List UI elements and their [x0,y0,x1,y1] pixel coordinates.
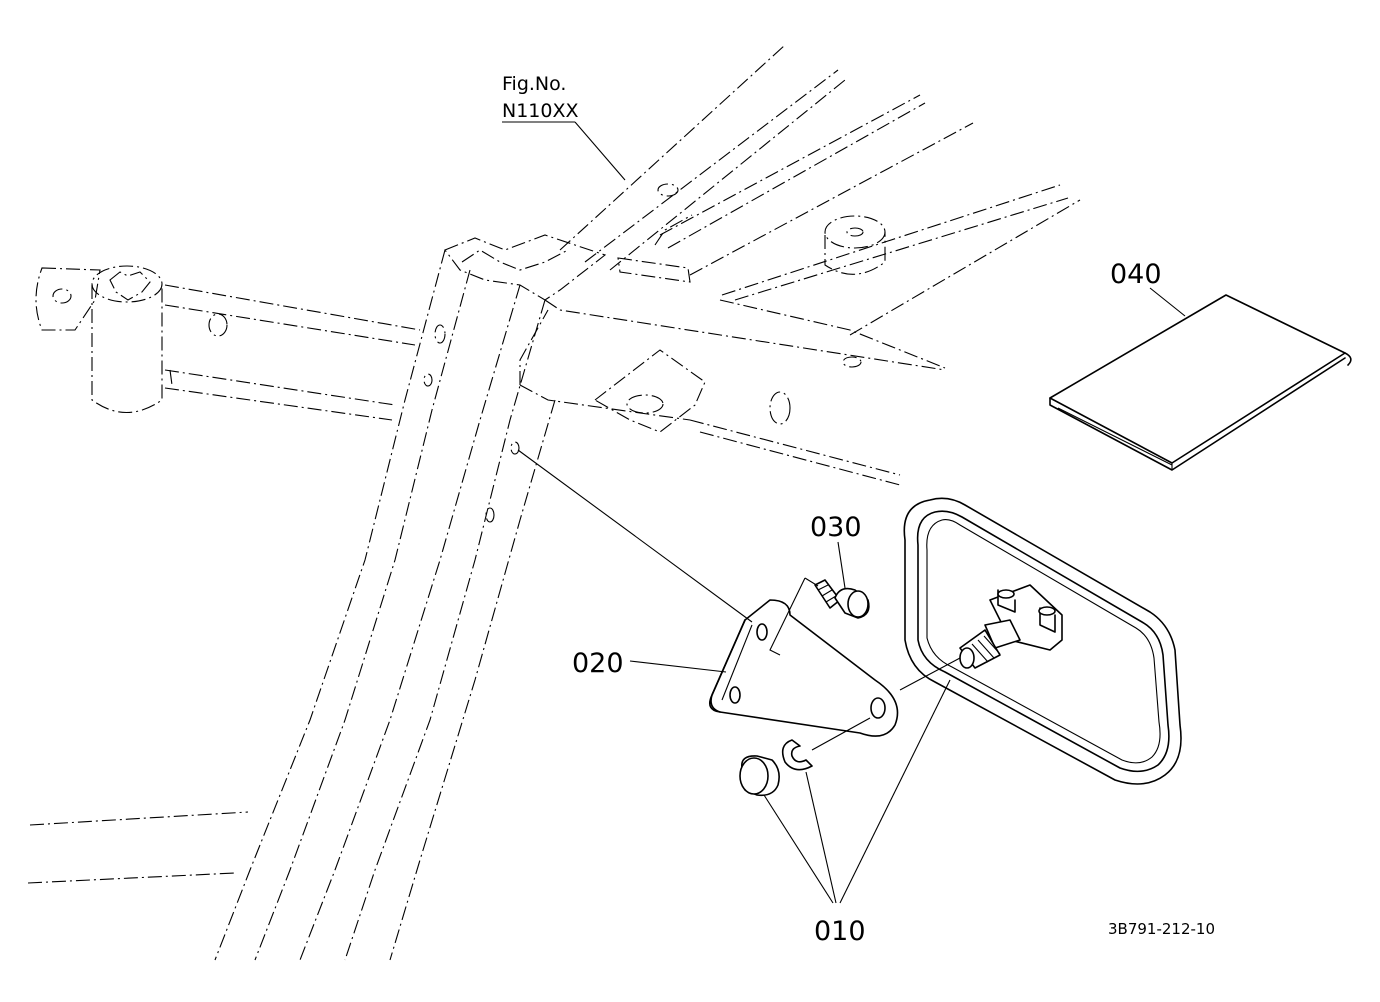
assembly-leader [517,449,753,623]
fig-no-caption: Fig.No. [502,73,566,95]
part-040-manual: 040 [1049,259,1352,471]
part-label-010: 010 [814,916,866,947]
drawing-code: 3B791-212-10 [1108,920,1215,938]
figure-reference: Fig.No. N110XX [502,73,626,181]
part-label-020: 020 [572,648,624,679]
fig-no-value: N110XX [502,100,579,122]
cab-frame [27,44,1081,961]
part-label-040: 040 [1110,259,1162,290]
part-020-bracket: 020 [572,599,899,737]
part-010-mirror [903,497,1182,785]
part-label-030: 030 [810,512,862,543]
part-030-bolt: 030 [769,512,870,656]
part-010-nut-washer: 010 [739,657,961,947]
